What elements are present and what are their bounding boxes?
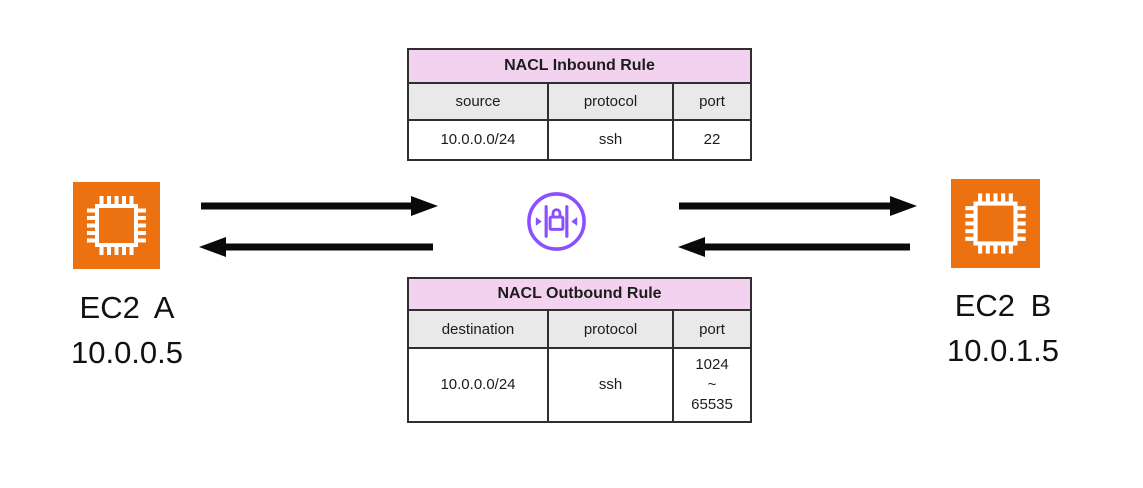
arrow-right-icon <box>679 196 917 216</box>
arrow-left-icon <box>678 237 910 257</box>
outbound-column-port: port <box>671 309 753 349</box>
outbound-column-destination: destination <box>407 309 549 349</box>
arrow-left-icon <box>199 237 433 257</box>
nacl-inbound-rule-table: NACL Inbound Rule source protocol port 1… <box>407 48 752 161</box>
inbound-table-title: NACL Inbound Rule <box>407 48 752 84</box>
network-acl-lock-icon <box>525 190 588 258</box>
outbound-table-title-row: NACL Outbound Rule <box>406 277 753 311</box>
outbound-cell-destination: 10.0.0.0/24 <box>407 347 549 423</box>
inbound-cell-port: 22 <box>672 119 752 161</box>
ec2-a-ip-address: 10.0.0.5 <box>70 335 184 370</box>
inbound-column-port: port <box>672 82 752 121</box>
inbound-cell-protocol: ssh <box>547 119 674 161</box>
nacl-outbound-rule-table: NACL Outbound Rule destination protocol … <box>406 277 753 423</box>
outbound-table-row: 10.0.0.0/24 ssh 1024 ~ 65535 <box>407 347 753 423</box>
ec2-chip-icon <box>951 179 1040 273</box>
inbound-table-header-row: source protocol port <box>407 82 752 121</box>
ec2-b-label: EC2 B 10.0.1.5 <box>898 283 1108 373</box>
ec2-a-label: EC2 A 10.0.0.5 <box>22 285 232 375</box>
inbound-table-row: 10.0.0.0/24 ssh 22 <box>407 119 752 161</box>
ec2-a-name: EC2 A <box>79 290 175 325</box>
inbound-table-title-row: NACL Inbound Rule <box>407 48 752 84</box>
outbound-table-header-row: destination protocol port <box>407 309 753 349</box>
ec2-b-ip-address: 10.0.1.5 <box>946 333 1060 368</box>
outbound-cell-protocol: ssh <box>547 347 674 423</box>
arrow-right-icon <box>201 196 438 216</box>
inbound-cell-source: 10.0.0.0/24 <box>407 119 549 161</box>
ec2-b-name: EC2 B <box>954 288 1052 323</box>
outbound-column-protocol: protocol <box>547 309 674 349</box>
inbound-column-source: source <box>407 82 549 121</box>
outbound-cell-port: 1024 ~ 65535 <box>671 347 753 423</box>
ec2-chip-icon <box>73 182 160 274</box>
inbound-column-protocol: protocol <box>547 82 674 121</box>
outbound-table-title: NACL Outbound Rule <box>406 277 753 311</box>
